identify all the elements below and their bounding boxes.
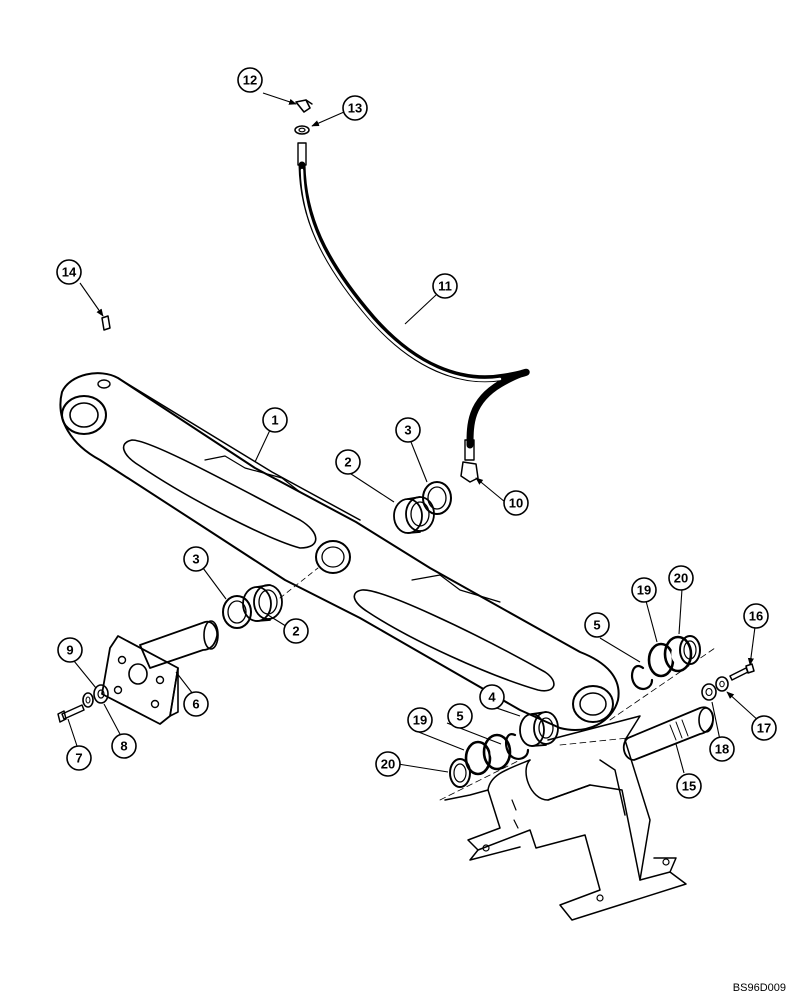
callout-12: 12 xyxy=(237,67,263,93)
hose-elbow-fitting xyxy=(460,461,479,483)
bolt-left xyxy=(57,704,85,723)
callout-3-center: 3 xyxy=(183,546,209,572)
seal-assembly-upper xyxy=(647,635,693,678)
callout-7-label: 7 xyxy=(75,751,82,766)
callout-10: 10 xyxy=(503,490,529,516)
callout-1-label: 1 xyxy=(271,413,278,428)
callout-8: 8 xyxy=(111,733,137,759)
callout-19-lower: 19 xyxy=(407,707,433,733)
callout-4-label: 4 xyxy=(488,690,496,705)
callout-20-upper-label: 20 xyxy=(674,571,688,586)
bolt-right xyxy=(729,663,755,681)
callout-10-label: 10 xyxy=(509,496,523,511)
washer-left xyxy=(82,692,94,708)
callout-9-label: 9 xyxy=(66,643,73,658)
callout-3-upper: 3 xyxy=(395,417,421,443)
callout-19-upper: 19 xyxy=(631,577,657,603)
callout-1: 1 xyxy=(262,407,288,433)
callout-9: 9 xyxy=(57,637,83,663)
bushing-center xyxy=(242,584,283,622)
bushing-upper xyxy=(393,496,435,534)
callout-15: 15 xyxy=(676,773,702,799)
callout-11-label: 11 xyxy=(438,279,452,294)
callout-20-lower-label: 20 xyxy=(381,757,395,772)
callout-8-label: 8 xyxy=(120,739,127,754)
callout-16-label: 16 xyxy=(749,609,763,624)
pivot-pin xyxy=(622,706,714,761)
callout-13-label: 13 xyxy=(348,101,362,116)
callout-19-upper-label: 19 xyxy=(637,583,651,598)
callout-2-upper-label: 2 xyxy=(344,455,351,470)
callout-5-lower-label: 5 xyxy=(456,709,463,724)
callout-14: 14 xyxy=(56,259,82,285)
center-pin xyxy=(139,620,219,669)
snap-ring-upper xyxy=(630,665,654,690)
seal-center xyxy=(222,595,252,629)
callout-15-label: 15 xyxy=(682,779,696,794)
callout-7: 7 xyxy=(66,745,92,771)
callout-3-center-label: 3 xyxy=(192,552,199,567)
callout-5-upper-label: 5 xyxy=(593,618,600,633)
callout-14-label: 14 xyxy=(62,265,77,280)
support-bracket xyxy=(444,715,687,921)
callout-6-label: 6 xyxy=(192,697,199,712)
seal-ring-lower xyxy=(449,758,471,788)
callout-5-upper: 5 xyxy=(584,612,610,638)
callout-20-lower: 20 xyxy=(375,751,401,777)
callout-13: 13 xyxy=(342,95,368,121)
callout-18-label: 18 xyxy=(715,742,729,757)
spacer-left xyxy=(93,684,109,704)
drawing-code: BS96D009 xyxy=(732,982,786,994)
callout-2-upper: 2 xyxy=(335,449,361,475)
callout-6: 6 xyxy=(183,691,209,717)
callout-5-lower: 5 xyxy=(447,703,473,729)
seal-assembly-lower xyxy=(464,733,512,776)
callout-16: 16 xyxy=(743,603,769,629)
callout-19-lower-label: 19 xyxy=(413,713,427,728)
callout-17: 17 xyxy=(751,715,777,741)
grease-elbow-fitting xyxy=(295,99,313,113)
pin-plate xyxy=(101,635,179,725)
callout-12-label: 12 xyxy=(243,73,257,88)
grease-fitting xyxy=(101,315,111,331)
callout-18: 18 xyxy=(709,736,735,762)
bushing-lower xyxy=(519,711,559,747)
walking-beam xyxy=(59,372,620,731)
callout-4: 4 xyxy=(479,684,505,710)
leader-lines xyxy=(67,92,761,774)
callout-2-center-label: 2 xyxy=(292,624,299,639)
hose xyxy=(297,142,530,461)
washer-right xyxy=(715,676,729,692)
callout-2-center: 2 xyxy=(283,618,309,644)
seal-upper xyxy=(422,481,452,515)
callout-11: 11 xyxy=(432,273,458,299)
seal-ring-upper xyxy=(679,635,701,665)
nut-fitting xyxy=(294,125,310,135)
callout-20-upper: 20 xyxy=(668,565,694,591)
nut-right xyxy=(701,683,717,701)
callout-17-label: 17 xyxy=(757,721,771,736)
snap-ring-lower xyxy=(505,733,530,760)
callout-3-upper-label: 3 xyxy=(404,423,411,438)
